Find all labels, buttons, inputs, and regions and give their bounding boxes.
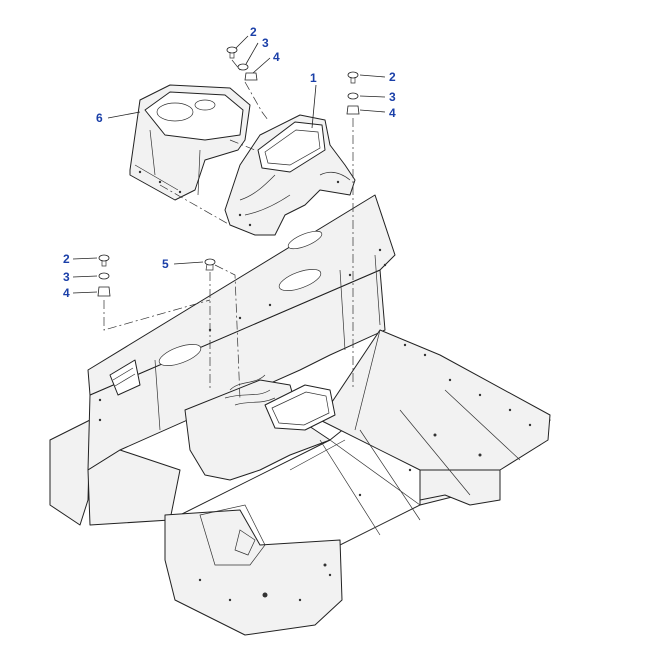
- fastener-stack-left: [97, 254, 111, 297]
- washer-icon: [98, 272, 110, 280]
- fastener-stack-top-center: [226, 46, 258, 81]
- right-rear-box: [419, 469, 501, 506]
- left-side-panel: [87, 449, 181, 526]
- floor-pan-assembly: [49, 194, 551, 636]
- left-mount-bracket: [109, 359, 141, 396]
- washer-icon: [347, 92, 359, 100]
- bulkhead-slot-left: [158, 344, 202, 366]
- callout-4-top: 4: [273, 50, 280, 64]
- nut-icon: [244, 72, 258, 81]
- callout-4-right: 4: [389, 106, 396, 120]
- callout-2-right: 2: [389, 70, 396, 84]
- part-6-console-cover: [129, 84, 251, 201]
- callout-6: 6: [96, 111, 103, 125]
- part-1-tunnel-cover: [224, 114, 356, 236]
- callout-4-left: 4: [63, 286, 70, 300]
- nut-icon: [346, 105, 360, 115]
- front-seat-box: [164, 509, 343, 636]
- bulkhead-top: [87, 194, 396, 396]
- callout-3-left: 3: [63, 270, 70, 284]
- bolt-icon: [204, 258, 216, 271]
- callout-3-top: 3: [262, 36, 269, 50]
- callout-5: 5: [162, 257, 169, 271]
- tunnel-cover-opening: [257, 121, 326, 173]
- screw-icon: [347, 71, 359, 84]
- callout-3-right: 3: [389, 90, 396, 104]
- callouts: 1 2 3 4 2 3 4 2 3 4 5 6: [63, 25, 396, 300]
- nut-icon: [97, 286, 111, 297]
- alignment-lines: [103, 59, 354, 401]
- callout-1: 1: [310, 71, 317, 85]
- callout-2-top: 2: [250, 25, 257, 39]
- leader-lines: [72, 35, 386, 294]
- screw-icon: [226, 46, 238, 59]
- rivet-dots: [98, 248, 532, 602]
- screw-icon: [98, 254, 110, 267]
- bulkhead-slot-right: [278, 269, 322, 291]
- washer-icon: [237, 63, 249, 71]
- left-front-panel: [49, 419, 91, 526]
- fastener-stack-right: [346, 71, 360, 115]
- callout-2-left: 2: [63, 252, 70, 266]
